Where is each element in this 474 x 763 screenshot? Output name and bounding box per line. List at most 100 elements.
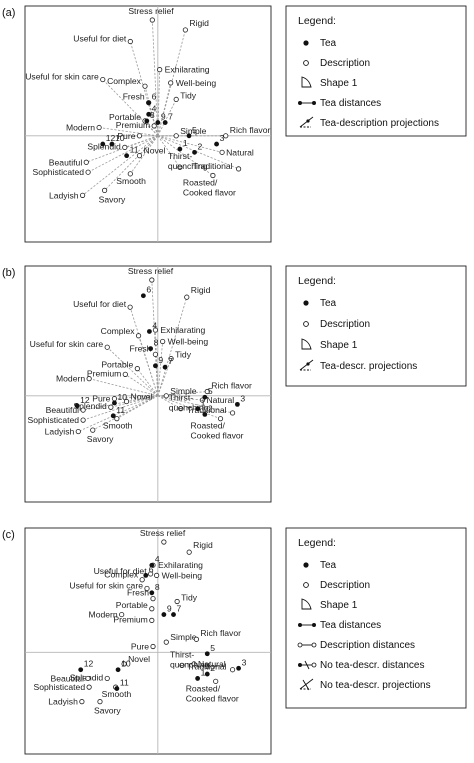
description-point-well-being bbox=[168, 80, 174, 86]
tea-point-6 bbox=[143, 572, 149, 578]
description-point-stress-relief bbox=[149, 17, 155, 23]
legend-title: Legend: bbox=[298, 15, 336, 27]
description-label-thirst-quenching-line: quenching bbox=[168, 161, 208, 171]
description-label-traditional-line: Traditional bbox=[193, 161, 233, 171]
description-label-roasted-cooked-flavor: Roasted/Cooked flavor bbox=[186, 683, 239, 703]
legend-symbol-tea-description-projections bbox=[299, 116, 314, 128]
tea-point-1 bbox=[195, 676, 201, 681]
tea-point-7 bbox=[162, 120, 168, 125]
projection-fresh bbox=[148, 102, 159, 136]
description-label-useful-for-diet: Useful for diet bbox=[94, 566, 148, 576]
description-label-thirst-quenching: Thirst-quenching bbox=[169, 393, 209, 413]
projection-tidy bbox=[157, 358, 172, 396]
projection-smooth bbox=[129, 135, 159, 175]
tea-point-11 bbox=[114, 686, 120, 691]
tea-point-10 bbox=[112, 400, 117, 406]
tea-label-1: 1 bbox=[183, 138, 188, 148]
description-label-portable: Portable bbox=[116, 600, 148, 610]
tea-label-6: 6 bbox=[152, 92, 157, 102]
description-point-splendid bbox=[104, 675, 110, 682]
tea-label-4: 4 bbox=[152, 103, 157, 113]
description-label-premium: Premium bbox=[113, 614, 147, 624]
legend-symbol-shape-1 bbox=[301, 76, 312, 88]
legend-symbol-tea bbox=[303, 40, 309, 46]
description-label-fresh-line: Fresh bbox=[127, 588, 149, 598]
legend-symbol-no-tea-descr-distances-end1 bbox=[298, 663, 302, 667]
description-label-modern: Modern bbox=[89, 610, 118, 620]
description-point-beautiful bbox=[80, 407, 86, 413]
description-label-complex: Complex bbox=[104, 570, 139, 580]
description-label-natural-line: Natural bbox=[198, 659, 226, 669]
projection-savory bbox=[92, 395, 159, 431]
description-label-useful-for-skin-care-line: Useful for skin care bbox=[30, 339, 104, 349]
description-label-roasted-cooked-flavor-line: Cooked flavor bbox=[183, 188, 236, 198]
legend-symbol-tea-descr-projections-dot bbox=[306, 362, 310, 366]
projection-well-being bbox=[157, 341, 164, 396]
description-point-thirst-quenching bbox=[177, 164, 183, 170]
tea-label-4: 4 bbox=[155, 554, 160, 564]
legend-symbol-tea-descr-projections bbox=[299, 359, 314, 371]
description-point-premium bbox=[151, 123, 157, 129]
description-label-ladyish-line: Ladyish bbox=[49, 190, 79, 200]
description-point-rich-flavor bbox=[193, 636, 200, 642]
description-point-smooth bbox=[114, 416, 120, 422]
tea-label-1: 1 bbox=[201, 667, 206, 677]
legend-item-tea: Tea bbox=[320, 298, 337, 309]
tea-label-2: 2 bbox=[208, 403, 213, 413]
projection-splendid bbox=[110, 395, 158, 408]
description-label-roasted-cooked-flavor-line: Roasted/ bbox=[191, 421, 226, 431]
description-label-exhilarating-line: Exhilarating bbox=[160, 325, 205, 335]
projection-premium bbox=[125, 374, 159, 397]
description-point-roasted-cooked-flavor bbox=[217, 416, 224, 422]
tea-label-10: 10 bbox=[115, 133, 125, 143]
legend-box bbox=[285, 527, 467, 709]
legend-item-tea-distances: Tea distances bbox=[320, 620, 381, 631]
tea-point-12 bbox=[78, 667, 84, 673]
description-label-traditional-line: Traditional bbox=[187, 405, 227, 415]
description-label-smooth-line: Smooth bbox=[103, 421, 133, 431]
description-point-tidy bbox=[174, 598, 180, 605]
description-point-novel bbox=[121, 661, 127, 667]
description-label-stress-relief: Stress relief bbox=[128, 6, 174, 16]
description-label-complex: Complex bbox=[107, 76, 142, 86]
description-label-thirst-quenching-line: quenching bbox=[169, 403, 209, 413]
legend-item-tea-distances: Tea distances bbox=[320, 98, 381, 109]
description-label-portable: Portable bbox=[101, 360, 133, 370]
projection-beautiful bbox=[86, 135, 158, 163]
description-label-ladyish: Ladyish bbox=[48, 697, 78, 707]
description-label-portable: Portable bbox=[109, 112, 141, 122]
description-label-traditional: Traditional bbox=[193, 161, 233, 171]
description-label-exhilarating: Exhilarating bbox=[160, 325, 205, 335]
description-point-beautiful bbox=[83, 159, 89, 165]
description-label-well-being: Well-being bbox=[168, 336, 209, 346]
projection-exhilarating bbox=[157, 69, 161, 136]
projection-fresh bbox=[155, 354, 159, 396]
description-point-natural bbox=[219, 149, 225, 155]
projection-sophisticated bbox=[82, 395, 158, 421]
legend-symbol-no-tea-descr-projections bbox=[299, 678, 314, 690]
tea-point-7 bbox=[162, 364, 168, 370]
legend-symbol-description-distances-end2 bbox=[311, 642, 317, 648]
projection-useful-for-skin-care bbox=[106, 346, 159, 397]
description-label-rigid: Rigid bbox=[189, 18, 209, 28]
description-label-savory-line: Savory bbox=[99, 194, 126, 204]
description-label-sophisticated: Sophisticated bbox=[27, 415, 79, 425]
description-point-pure bbox=[111, 396, 118, 402]
tea-point-2 bbox=[204, 671, 210, 677]
description-label-smooth-line: Smooth bbox=[116, 176, 146, 186]
description-point-natural bbox=[191, 661, 197, 667]
description-label-roasted-cooked-flavor-line: Cooked flavor bbox=[186, 693, 239, 703]
tea-label-3: 3 bbox=[240, 393, 245, 403]
tea-point-8 bbox=[148, 346, 154, 352]
description-point-complex bbox=[142, 83, 148, 89]
legend-item-tea-description-projections: Tea-description projections bbox=[320, 118, 439, 129]
description-label-beautiful-line: Beautiful bbox=[46, 405, 80, 415]
tea-label-8: 8 bbox=[154, 338, 159, 348]
legend-box bbox=[285, 265, 467, 387]
description-label-exhilarating-line: Exhilarating bbox=[165, 65, 210, 75]
legend-box bbox=[285, 5, 467, 137]
description-label-novel: Novel bbox=[143, 146, 165, 156]
description-label-tidy: Tidy bbox=[180, 90, 197, 100]
description-label-natural-line: Natural bbox=[226, 147, 254, 157]
tea-label-7: 7 bbox=[177, 604, 182, 614]
